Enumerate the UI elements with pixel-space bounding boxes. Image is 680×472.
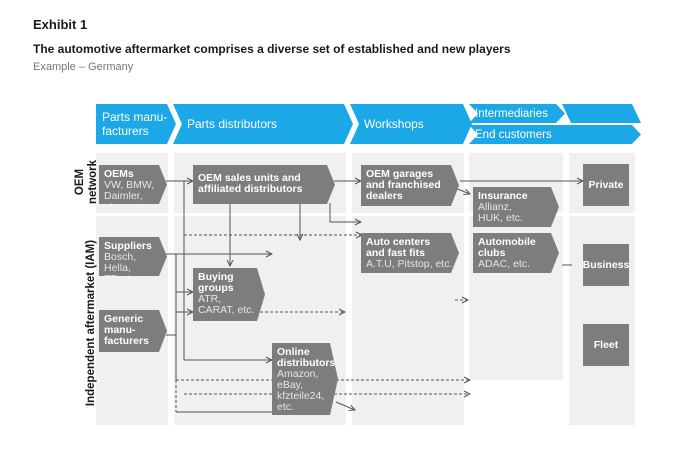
box-automobile-clubs-sub: ADAC, etc. [478, 258, 530, 270]
box-oem-sales-title: OEM sales units and affiliated distribut… [198, 172, 303, 195]
customer-fleet: Fleet [583, 324, 629, 366]
box-oems-title: OEMs [104, 168, 134, 180]
box-online-sub: Amazon, eBay, kfzteile24, etc. [277, 368, 325, 413]
box-buying-groups-title: Buying groups [198, 271, 234, 294]
header-intermediaries: Intermediaries [469, 104, 565, 123]
page-subtitle: Example – Germany [33, 61, 134, 73]
box-oems: OEMs VW, BMW, Daimler, etc. [99, 165, 167, 204]
box-buying-groups: Buying groups ATR, CARAT, etc. [193, 268, 265, 321]
box-suppliers: Suppliers Bosch, Hella, ZF, etc. [99, 237, 167, 276]
page-title: The automotive aftermarket comprises a d… [33, 42, 511, 56]
box-auto-centers: Auto centers and fast fits A.T.U, Pitsto… [361, 233, 459, 273]
customer-business: Business [583, 244, 629, 286]
box-online-distributors: Online distributors Amazon, eBay, kfztei… [272, 343, 338, 415]
box-automobile-clubs-title: Automobile clubs [478, 236, 536, 259]
box-auto-centers-title: Auto centers and fast fits [366, 236, 431, 259]
box-oem-garages: OEM garages and franchised dealers [361, 165, 459, 206]
box-auto-centers-sub: A.T.U, Pitstop, etc. [366, 258, 453, 270]
customer-private: Private [583, 164, 629, 206]
exhibit-label: Exhibit 1 [33, 17, 88, 32]
box-oem-garages-title: OEM garages and franchised dealers [366, 168, 441, 202]
box-online-title: Online distributors [277, 346, 336, 369]
header-parts-manufacturers: Parts manu- facturers [96, 104, 176, 144]
box-buying-groups-sub: ATR, CARAT, etc. [198, 293, 255, 316]
header-workshops: Workshops [350, 104, 472, 144]
box-insurance-sub: Allianz, HUK, etc. [478, 201, 523, 224]
header-parts-distributors: Parts distributors [173, 104, 353, 144]
box-oem-sales: OEM sales units and affiliated distribut… [193, 165, 335, 204]
header-end-customers: End customers [469, 125, 641, 144]
box-generic-title: Generic manu- facturers [104, 313, 149, 347]
row-separator [96, 213, 636, 216]
header-end-customers-top [562, 104, 641, 123]
box-generic-manufacturers: Generic manu- facturers [99, 310, 167, 352]
box-insurance-title: Insurance [478, 190, 528, 202]
box-suppliers-title: Suppliers [104, 240, 152, 252]
box-insurance: Insurance Allianz, HUK, etc. [473, 187, 559, 227]
box-automobile-clubs: Automobile clubs ADAC, etc. [473, 233, 559, 273]
